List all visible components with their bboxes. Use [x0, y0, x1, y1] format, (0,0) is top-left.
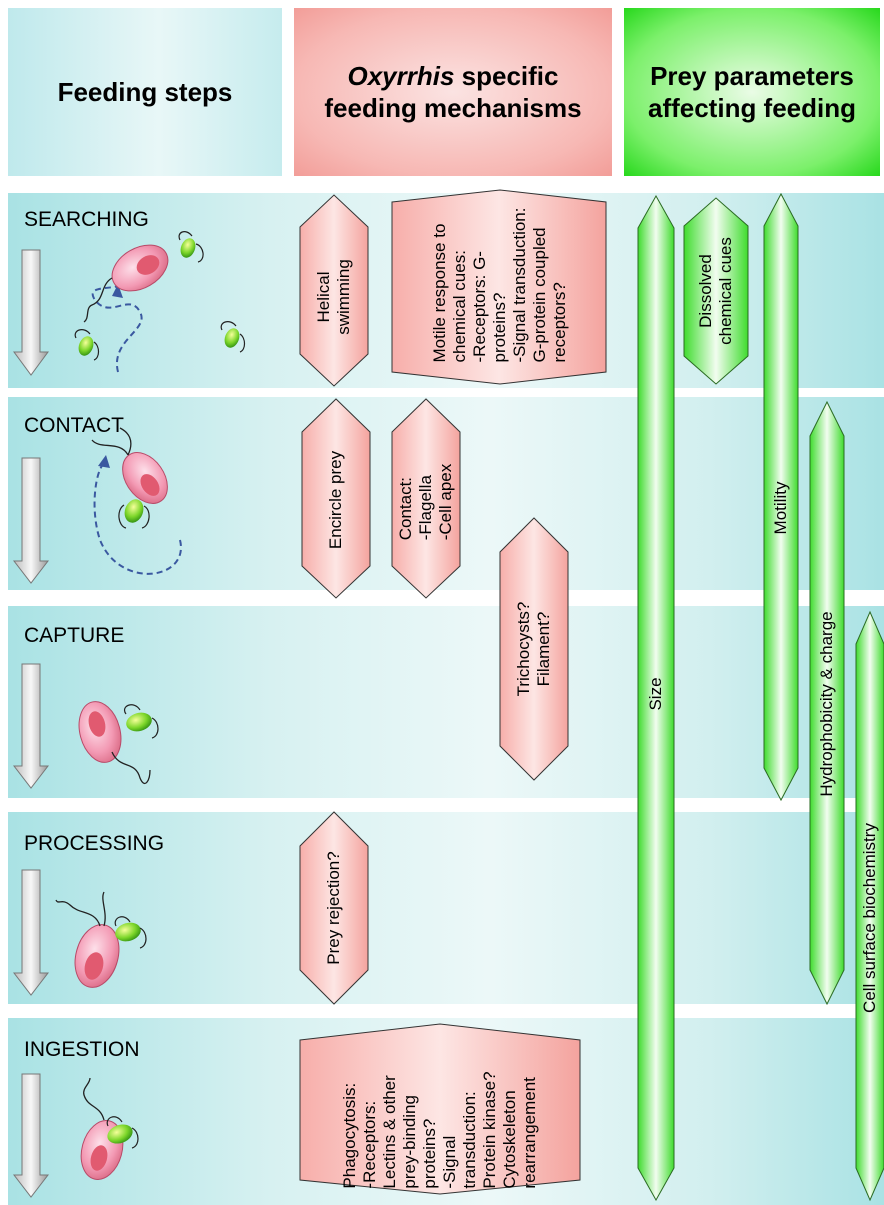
trichocysts-shape: [499, 517, 569, 781]
step-arrow-icon: [12, 663, 50, 789]
header-mechanisms-italic: Oxyrrhis: [347, 61, 455, 91]
motility-arrow-shape: [763, 192, 799, 802]
prey-rejection-label: Prey rejection?: [324, 851, 343, 965]
band-processing: [8, 812, 884, 1004]
header-mechanisms-line2: feeding mechanisms: [324, 93, 582, 123]
prey-rejection-shape: [299, 811, 369, 1005]
band-capture: [8, 606, 884, 798]
header-prey-line1: Prey parameters: [650, 61, 854, 91]
header-mechanisms: Oxyrrhis specific feeding mechanisms: [294, 8, 612, 176]
contact-label: Contact:-Flagella-Cell apex: [396, 463, 455, 541]
step-capture: CAPTURE: [24, 624, 125, 647]
header-prey-parameters: Prey parameters affecting feeding: [624, 8, 880, 176]
trichocysts-label: Trichocysts?Filament?: [514, 601, 553, 697]
contact-illustration-icon: [91, 427, 182, 575]
header-prey-line2: affecting feeding: [647, 93, 856, 123]
helical-swimming-shape: [299, 194, 369, 387]
contact-shape: [391, 398, 461, 599]
size-arrow-shape: [637, 194, 675, 1202]
motility-label: Motility: [771, 481, 790, 535]
step-processing: PROCESSING: [24, 832, 165, 855]
encircle-prey-label: Encircle prey: [326, 450, 345, 550]
step-contact: CONTACT: [24, 414, 124, 437]
phagocytosis-shape: [299, 1023, 581, 1195]
searching-illustration-icon: [74, 231, 246, 373]
ingestion-illustration-icon: [80, 1077, 139, 1180]
header-mechanisms-rest: specific: [454, 61, 559, 91]
step-arrow-icon: [12, 869, 50, 996]
step-arrow-icon: [12, 1073, 50, 1198]
processing-illustration-icon: [55, 891, 147, 988]
header-feeding-steps-label: Feeding steps: [57, 77, 233, 107]
surface-biochemistry-label: Cell surface biochemistry: [860, 823, 879, 1013]
header-feeding-steps: Feeding steps: [8, 8, 282, 176]
motile-response-label: Motile response to chemical cues: -Recep…: [430, 207, 569, 363]
phagocytosis-label: Phagocytosis: -Receptors: Lectins & othe…: [340, 1071, 539, 1189]
hydrophobicity-label: Hydrophobicity & charge: [817, 611, 836, 797]
hydrophobicity-arrow-shape: [809, 400, 845, 1006]
dissolved-cues-shape: [683, 197, 749, 385]
surface-biochemistry-arrow-shape: [855, 610, 884, 1202]
step-arrow-icon: [13, 249, 49, 376]
step-arrow-icon: [12, 457, 50, 584]
step-ingestion: INGESTION: [24, 1038, 140, 1061]
capture-illustration-icon: [78, 701, 159, 785]
size-label: Size: [646, 677, 665, 711]
encircle-prey-shape: [301, 398, 371, 599]
motile-response-shape: [391, 189, 607, 385]
step-searching: SEARCHING: [24, 208, 149, 231]
